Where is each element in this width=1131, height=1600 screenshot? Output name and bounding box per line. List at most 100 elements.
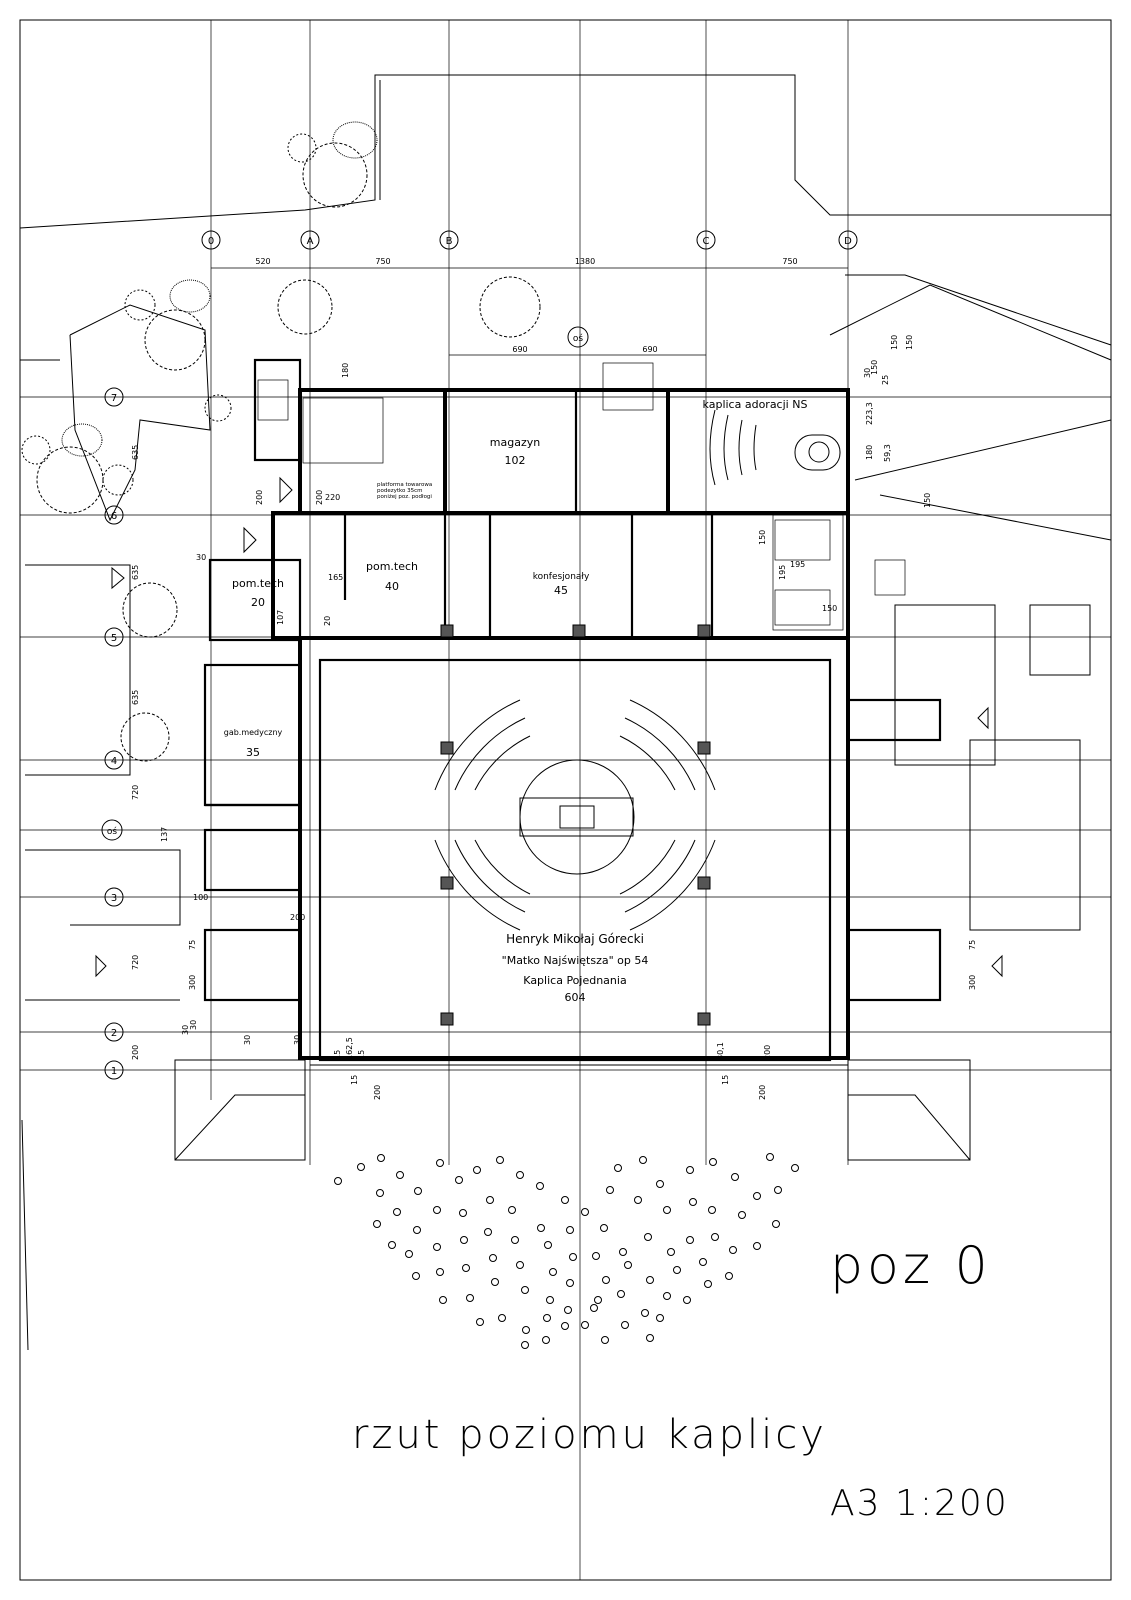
dim-150-right: 150 (923, 493, 932, 508)
room-konfesjonaly-name: konfesjonały (533, 572, 590, 582)
main-hall-work: "Matko Najświętsza" op 54 (502, 954, 649, 967)
room-pomtech40-name: pom.tech (366, 560, 418, 573)
room-magazyn-number: 102 (505, 454, 526, 467)
main-hall-number: 604 (565, 991, 586, 1004)
dim-30-wall-a: 30 (243, 1035, 252, 1045)
dim-top-1380: 1380 (575, 257, 595, 266)
dim-top-750a: 750 (375, 257, 390, 266)
axis-row-os: oś (107, 826, 118, 837)
dim-107: 107 (276, 610, 285, 625)
dim-150-top: 150 (905, 335, 914, 350)
axis-row-4: 4 (111, 756, 117, 767)
drawing-title: rzut poziomu kaplicy (352, 1412, 827, 1458)
dim-30-left-c: 30 (189, 1020, 198, 1030)
dim-200-right-bottom: 200 (763, 1045, 772, 1060)
room-gabinet-name: gab.medyczny (224, 728, 283, 737)
dim-30-left: 30 (196, 553, 206, 562)
platforma-line1: platforma towarowa (377, 482, 432, 488)
stairs (257, 379, 906, 626)
axis-row-6: 6 (111, 511, 117, 522)
axis-row-1: 1 (111, 1066, 117, 1077)
main-hall-composer: Henryk Mikołaj Górecki (506, 932, 644, 946)
dim-15d: 15 (721, 1075, 730, 1085)
adoration-seating (709, 409, 841, 486)
row-axis-bubbles (101, 387, 124, 1080)
dim-300-left: 300 (188, 975, 197, 990)
dim-59: 59,3 (883, 444, 892, 462)
platforma-line3: poniżej poz. podłogi (377, 494, 432, 500)
dim-30-wall-b: 30 (293, 1035, 302, 1045)
dim-15b: 15 (357, 1050, 366, 1060)
dim-180-right: 180 (865, 445, 874, 460)
main-hall-name: Kaplica Pojednania (523, 974, 626, 987)
dim-200-left-bottom: 200 (131, 1045, 140, 1060)
dim-200-under-r: 200 (758, 1085, 767, 1100)
dim-137: 137 (160, 827, 169, 842)
room-pomtech20-number: 20 (251, 596, 265, 609)
dim-top2-690b: 690 (642, 345, 657, 354)
room-pomtech20-name: pom.tech (232, 577, 284, 590)
room-pomtech40-number: 40 (385, 580, 399, 593)
dim-150-kap: 150 (870, 360, 879, 375)
dim-30-top: 30 (863, 368, 872, 378)
dim-top2-690a: 690 (512, 345, 527, 354)
dim-top-750b: 750 (782, 257, 797, 266)
dim-150-stair: 150 (822, 604, 837, 613)
dim-25: 25 (881, 375, 890, 385)
dim-30-1: 30,1 (716, 1042, 725, 1060)
dim-165: 165 (328, 573, 343, 582)
dim-150-d: 150 (890, 335, 899, 350)
room-kaplica-adoracji: kaplica adoracji NS (703, 398, 808, 411)
scale-label: A3 1:200 (830, 1483, 1009, 1524)
column-axis-bubbles (201, 230, 858, 348)
dim-635a: 635 (131, 445, 140, 460)
dim-150-mid: 150 (758, 530, 767, 545)
dim-635b: 635 (131, 565, 140, 580)
dim-200-wc: 200 (290, 913, 305, 922)
axis-col-a: A (307, 236, 314, 247)
room-gabinet-number: 35 (246, 746, 260, 759)
axis-row-3: 3 (111, 893, 117, 904)
dim-300-right: 300 (968, 975, 977, 990)
dim-223: 223,3 (865, 402, 874, 425)
axis-col-c: C (703, 236, 710, 247)
dim-100: 100 (193, 893, 208, 902)
building-walls (203, 358, 942, 1062)
dim-15c: 15 (350, 1075, 359, 1085)
dim-75-left: 75 (188, 940, 197, 950)
dim-720a: 720 (131, 785, 140, 800)
entry-arrows (95, 476, 1003, 978)
columns (440, 624, 711, 1026)
dim-162: 162,5 (345, 1037, 354, 1060)
axis-col-b: B (446, 236, 453, 247)
platforma-line2: podezytko 35cm (377, 488, 423, 494)
plaza-dots (334, 1153, 799, 1349)
dim-200-plat: 200 (315, 490, 324, 505)
dim-200-under: 200 (373, 1085, 382, 1100)
axis-col-0: 0 (208, 236, 214, 247)
axis-row-2: 2 (111, 1028, 117, 1039)
dim-635c: 635 (131, 690, 140, 705)
axis-row-5: 5 (111, 633, 117, 644)
room-magazyn-name: magazyn (490, 436, 540, 449)
axis-center-top: oś (573, 333, 584, 344)
trees (21, 121, 541, 762)
dim-220: 220 (325, 493, 340, 502)
site-context (19, 74, 1112, 1351)
axis-row-7: 7 (111, 393, 117, 404)
axis-col-d: D (844, 236, 852, 247)
seating-arcs (434, 699, 716, 931)
dim-top-520: 520 (255, 257, 270, 266)
level-label: poz 0 (830, 1236, 992, 1296)
dim-75-right: 75 (968, 940, 977, 950)
dim-720b: 720 (131, 955, 140, 970)
drawing-border (19, 19, 1112, 1581)
dim-195: 195 (778, 565, 787, 580)
room-konfesjonaly-number: 45 (554, 584, 568, 597)
dim-200-left: 200 (255, 490, 264, 505)
dim-15a: 15 (333, 1050, 342, 1060)
grid-lines (20, 20, 1111, 1580)
dim-180-left: 180 (341, 363, 350, 378)
dim-195-stair: 195 (790, 560, 805, 569)
